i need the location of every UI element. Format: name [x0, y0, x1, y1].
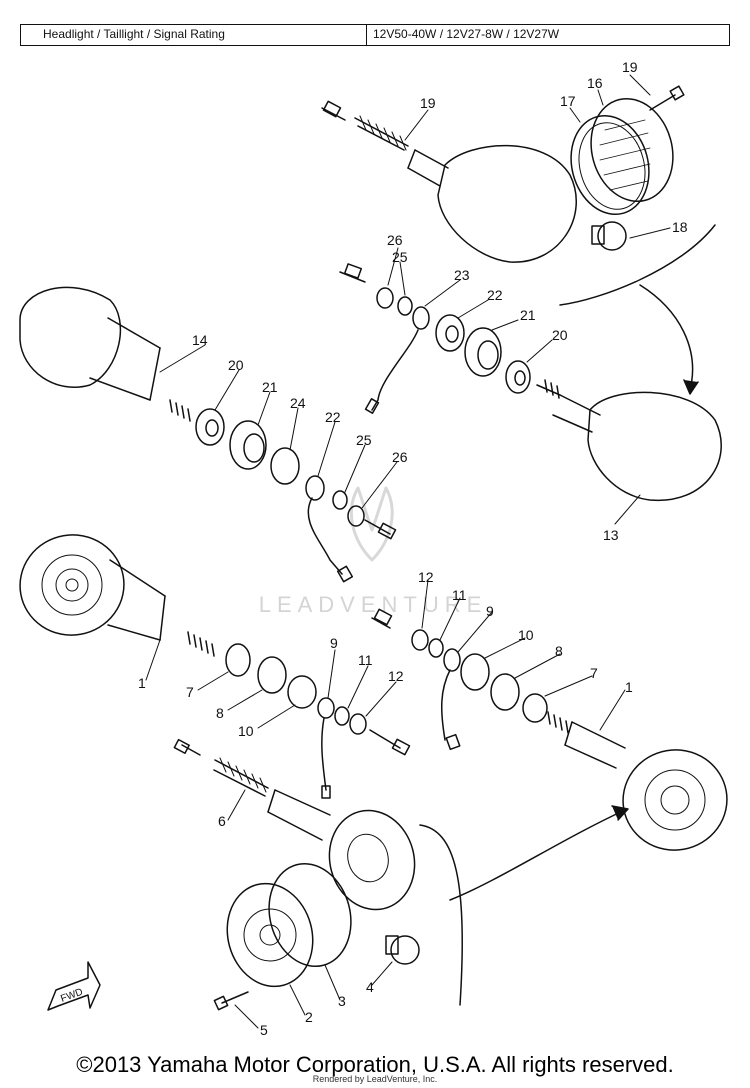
callout-14: 14: [192, 332, 208, 348]
callout-26-upper: 26: [387, 232, 403, 248]
callout-16: 17: [560, 93, 576, 109]
rear-signal-right-assembly: [321, 85, 685, 263]
callout-21-lower: 21: [262, 379, 278, 395]
callout-8-left: 8: [216, 705, 224, 721]
callout-2: 2: [305, 1009, 313, 1025]
callout-1-right: 1: [625, 679, 633, 695]
callout-12-left: 12: [388, 668, 404, 684]
callout-25-upper: 25: [392, 249, 408, 265]
callout-12-right: 12: [418, 569, 434, 585]
callout-13: 13: [603, 527, 619, 543]
callout-9-left: 9: [330, 635, 338, 651]
callout-18: 19: [622, 59, 638, 75]
signal-13-assembly: [339, 263, 722, 502]
callout-1-left: 1: [138, 675, 146, 691]
leader-lines: [145, 74, 671, 1029]
callout-11-right: 11: [452, 587, 467, 603]
callout-7-right: 7: [590, 665, 598, 681]
rendered-by-note: Rendered by LeadVenture, Inc.: [312, 1074, 438, 1084]
callout-20-lower: 20: [228, 357, 244, 373]
signal-1-right-assembly: [371, 608, 728, 851]
callout-7-left: 7: [186, 684, 194, 700]
callout-17: 18: [672, 219, 688, 235]
callout-5: 5: [260, 1022, 268, 1038]
callout-25-lower: 25: [356, 432, 372, 448]
signal-1-left-assembly: [19, 534, 411, 799]
fwd-label: FWD: [59, 987, 84, 1005]
callout-22-lower: 22: [325, 409, 341, 425]
callout-20-upper: 20: [552, 327, 568, 343]
callout-4: 4: [366, 979, 374, 995]
callout-3: 3: [338, 993, 346, 1009]
callout-10-right: 10: [518, 627, 534, 643]
relation-bracket-upper: [559, 224, 716, 306]
callout-19: 19: [420, 95, 436, 111]
callout-11-left: 11: [358, 652, 373, 668]
rating-value: 12V50-40W / 12V27-8W / 12V27W: [373, 27, 560, 41]
rating-label: Headlight / Taillight / Signal Rating: [21, 25, 367, 45]
callout-labels: 19 16 17 19 18 26 25 23 22 21 20 13 14 2…: [138, 59, 688, 1038]
rating-table: Headlight / Taillight / Signal Rating 12…: [20, 24, 730, 46]
front-signal-assembly: [173, 738, 629, 1011]
relation-arrow-upper: [639, 284, 694, 391]
callout-24: 24: [290, 395, 306, 411]
watermark: LEADVENTURE: [259, 486, 488, 617]
signal-14-assembly: [19, 286, 397, 583]
callout-26-lower: 26: [392, 449, 408, 465]
callout-22-upper: 22: [487, 287, 503, 303]
callout-15: 16: [587, 75, 603, 91]
fwd-arrow: FWD: [47, 961, 101, 1011]
copyright-footer: ©2013 Yamaha Motor Corporation, U.S.A. A…: [76, 1052, 674, 1077]
callout-23: 23: [454, 267, 470, 283]
arrowhead-upper: [683, 379, 699, 395]
callout-6: 6: [218, 813, 226, 829]
callout-10-left: 10: [238, 723, 254, 739]
callout-21-upper: 21: [520, 307, 536, 323]
watermark-text: LEADVENTURE: [259, 592, 488, 617]
callout-8-right: 8: [555, 643, 563, 659]
callout-9-right: 9: [486, 603, 494, 619]
